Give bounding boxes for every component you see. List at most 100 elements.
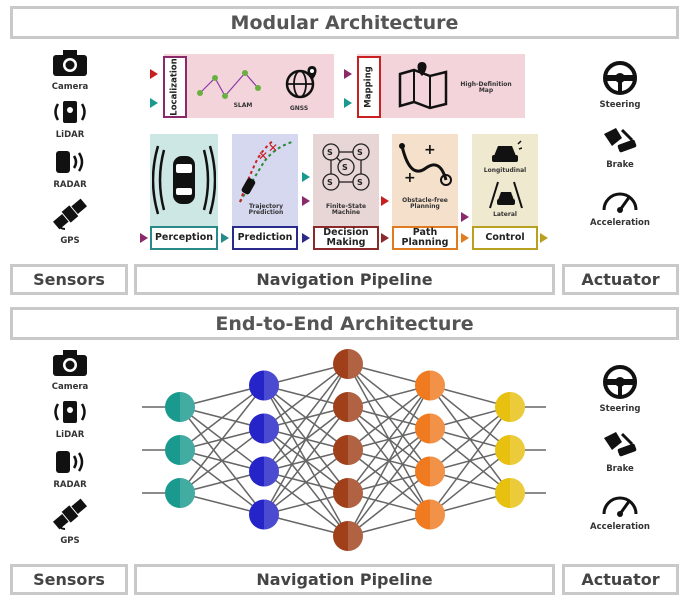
satellite-icon	[40, 196, 100, 236]
mapping-module	[357, 54, 525, 118]
network-edge	[429, 449, 511, 516]
network-node	[415, 499, 445, 530]
radar-icon	[40, 148, 100, 180]
arrow-marker	[461, 212, 469, 222]
lidar-icon	[40, 398, 100, 430]
network-edge	[429, 406, 511, 515]
longitudinal-car-icon	[492, 140, 522, 162]
svg-text:✕: ✕	[258, 149, 268, 163]
actuator-label-top: Actuator	[562, 264, 679, 295]
network-node	[333, 435, 363, 465]
lidar-icon	[40, 98, 100, 130]
arrow-marker	[302, 233, 310, 243]
network-node-highlight	[264, 456, 279, 487]
arrow-marker	[302, 172, 310, 182]
svg-text:+: +	[424, 142, 436, 158]
prediction-panel	[232, 134, 298, 232]
steering-wheel-icon	[590, 364, 650, 404]
map-icon	[398, 62, 448, 110]
slam-graph-icon	[197, 70, 261, 99]
network-node	[333, 349, 363, 379]
network-node-highlight	[180, 435, 195, 465]
path-icon: ++	[399, 142, 452, 186]
network-edge	[347, 385, 431, 494]
arrow-marker	[150, 69, 158, 79]
brake-pedal-icon	[590, 428, 650, 464]
hd-map-label: High-Definition Map	[460, 81, 512, 95]
network-edge	[263, 449, 349, 516]
arrow-marker	[461, 233, 469, 243]
camera-icon	[40, 48, 100, 82]
network-node	[495, 392, 525, 422]
sensor-column-bottom: Camera LiDAR RADAR GPS	[40, 348, 100, 546]
actuator-label: Steering	[599, 404, 641, 414]
network-node-highlight	[348, 392, 363, 422]
end-to-end-title: End-to-End Architecture	[10, 307, 679, 340]
sensor-label: RADAR	[53, 480, 87, 490]
arrow-marker	[302, 196, 310, 206]
network-node-highlight	[430, 456, 445, 487]
trajectory-prediction-label: Trajectory Prediction	[248, 203, 284, 217]
sensors-label-bottom: Sensors	[10, 564, 128, 595]
network-node-highlight	[348, 521, 363, 551]
globe-pin-icon	[285, 66, 317, 99]
sensors-label-top: Sensors	[10, 264, 128, 295]
network-node-highlight	[348, 478, 363, 508]
network-edge	[263, 363, 349, 472]
actuator-label: Brake	[606, 160, 634, 170]
svg-text:S: S	[327, 178, 333, 187]
svg-text:S: S	[327, 148, 333, 157]
steering-wheel-icon	[590, 60, 650, 100]
sensor-label: Camera	[51, 82, 89, 92]
network-node-highlight	[264, 413, 279, 444]
sensor-label: LiDAR	[55, 130, 85, 140]
actuator-label: Steering	[599, 100, 641, 110]
network-node	[415, 413, 445, 444]
network-node	[333, 521, 363, 551]
arrow-marker	[344, 98, 352, 108]
actuator-label: Acceleration	[590, 218, 650, 228]
network-node	[165, 392, 195, 422]
network-node	[495, 435, 525, 465]
stage-decision-making: Decision Making	[313, 226, 379, 250]
actuator-label-bottom: Actuator	[562, 564, 679, 595]
decision-panel	[313, 134, 379, 232]
network-node-highlight	[264, 370, 279, 401]
network-edge	[263, 363, 349, 515]
network-node	[165, 435, 195, 465]
network-node	[333, 478, 363, 508]
network-node-highlight	[510, 478, 525, 508]
arrow-marker	[150, 98, 158, 108]
actuator-label: Brake	[606, 464, 634, 474]
network-node	[333, 392, 363, 422]
pipeline-label-top: Navigation Pipeline	[134, 264, 555, 295]
stage-perception: Perception	[150, 226, 218, 250]
network-edge	[263, 363, 349, 430]
network-edge	[347, 384, 431, 451]
actuator-column-bottom: Steering Brake Acceleration	[590, 364, 650, 532]
network-node	[165, 478, 195, 508]
finite-state-machine-label: Finite-State Machine	[325, 203, 367, 217]
network-edge	[347, 385, 431, 537]
longitudinal-label: Longitudinal	[483, 167, 527, 174]
network-edge	[347, 470, 431, 537]
network-edge	[429, 406, 511, 473]
car-sensing-icon	[152, 145, 216, 215]
stage-control: Control	[472, 226, 538, 250]
sensor-label: GPS	[60, 236, 80, 246]
sensor-label: RADAR	[53, 180, 87, 190]
mapping-label-box: Mapping	[357, 56, 381, 118]
stage-prediction: Prediction	[232, 226, 298, 250]
gnss-label: GNSS	[289, 105, 309, 112]
svg-text:+: +	[404, 170, 416, 186]
sensor-label: LiDAR	[55, 430, 85, 440]
network-edge	[263, 406, 349, 515]
mapping-title: Mapping	[364, 66, 375, 108]
network-node	[495, 478, 525, 508]
network-node-highlight	[510, 435, 525, 465]
network-edge	[179, 384, 265, 451]
speedometer-icon	[590, 488, 650, 522]
network-edge	[179, 427, 265, 494]
actuator-column-top: Steering Brake Acceleration	[590, 60, 650, 228]
